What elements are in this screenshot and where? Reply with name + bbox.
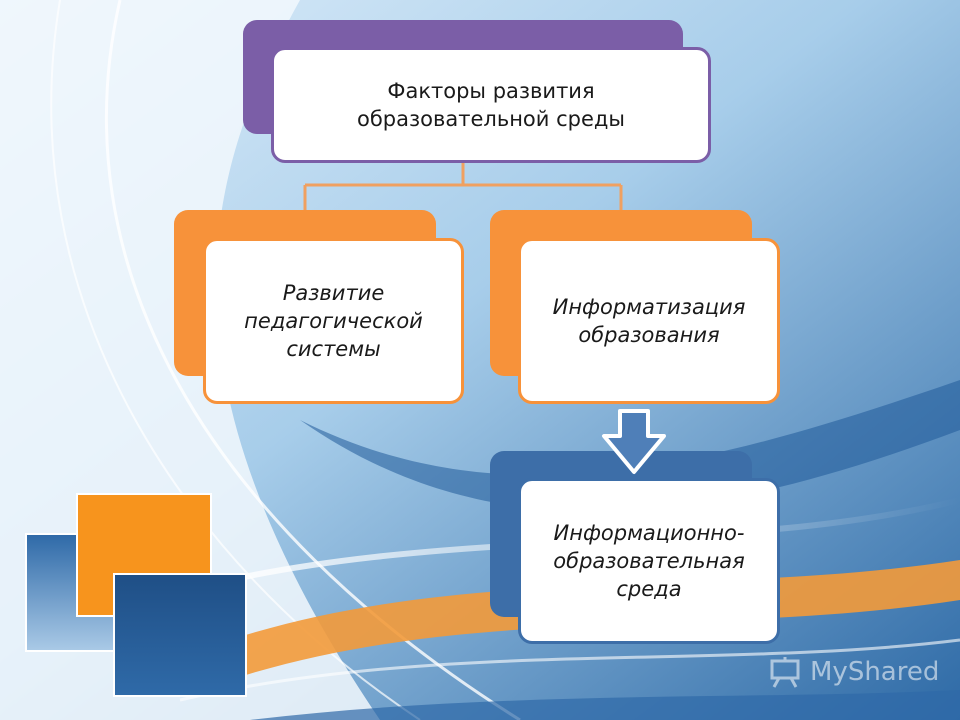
- presentation-icon: [770, 657, 800, 688]
- decorative-square-blue-dark: [113, 573, 247, 697]
- watermark-text: MyShared: [810, 657, 940, 687]
- node-right-label: Информатизация образования: [552, 295, 746, 347]
- node-root-box: Факторы развития образовательной среды: [271, 47, 711, 163]
- node-left-label: Развитие педагогической системы: [244, 281, 423, 361]
- node-right-box: Информатизация образования: [518, 238, 780, 404]
- watermark: MyShared: [768, 655, 939, 689]
- node-root-label: Факторы развития образовательной среды: [356, 79, 625, 131]
- down-arrow-icon: [602, 409, 666, 474]
- node-result-box: Информационно- образовательная среда: [518, 478, 780, 644]
- node-result-label: Информационно- образовательная среда: [553, 521, 745, 601]
- node-left-box: Развитие педагогической системы: [203, 238, 464, 404]
